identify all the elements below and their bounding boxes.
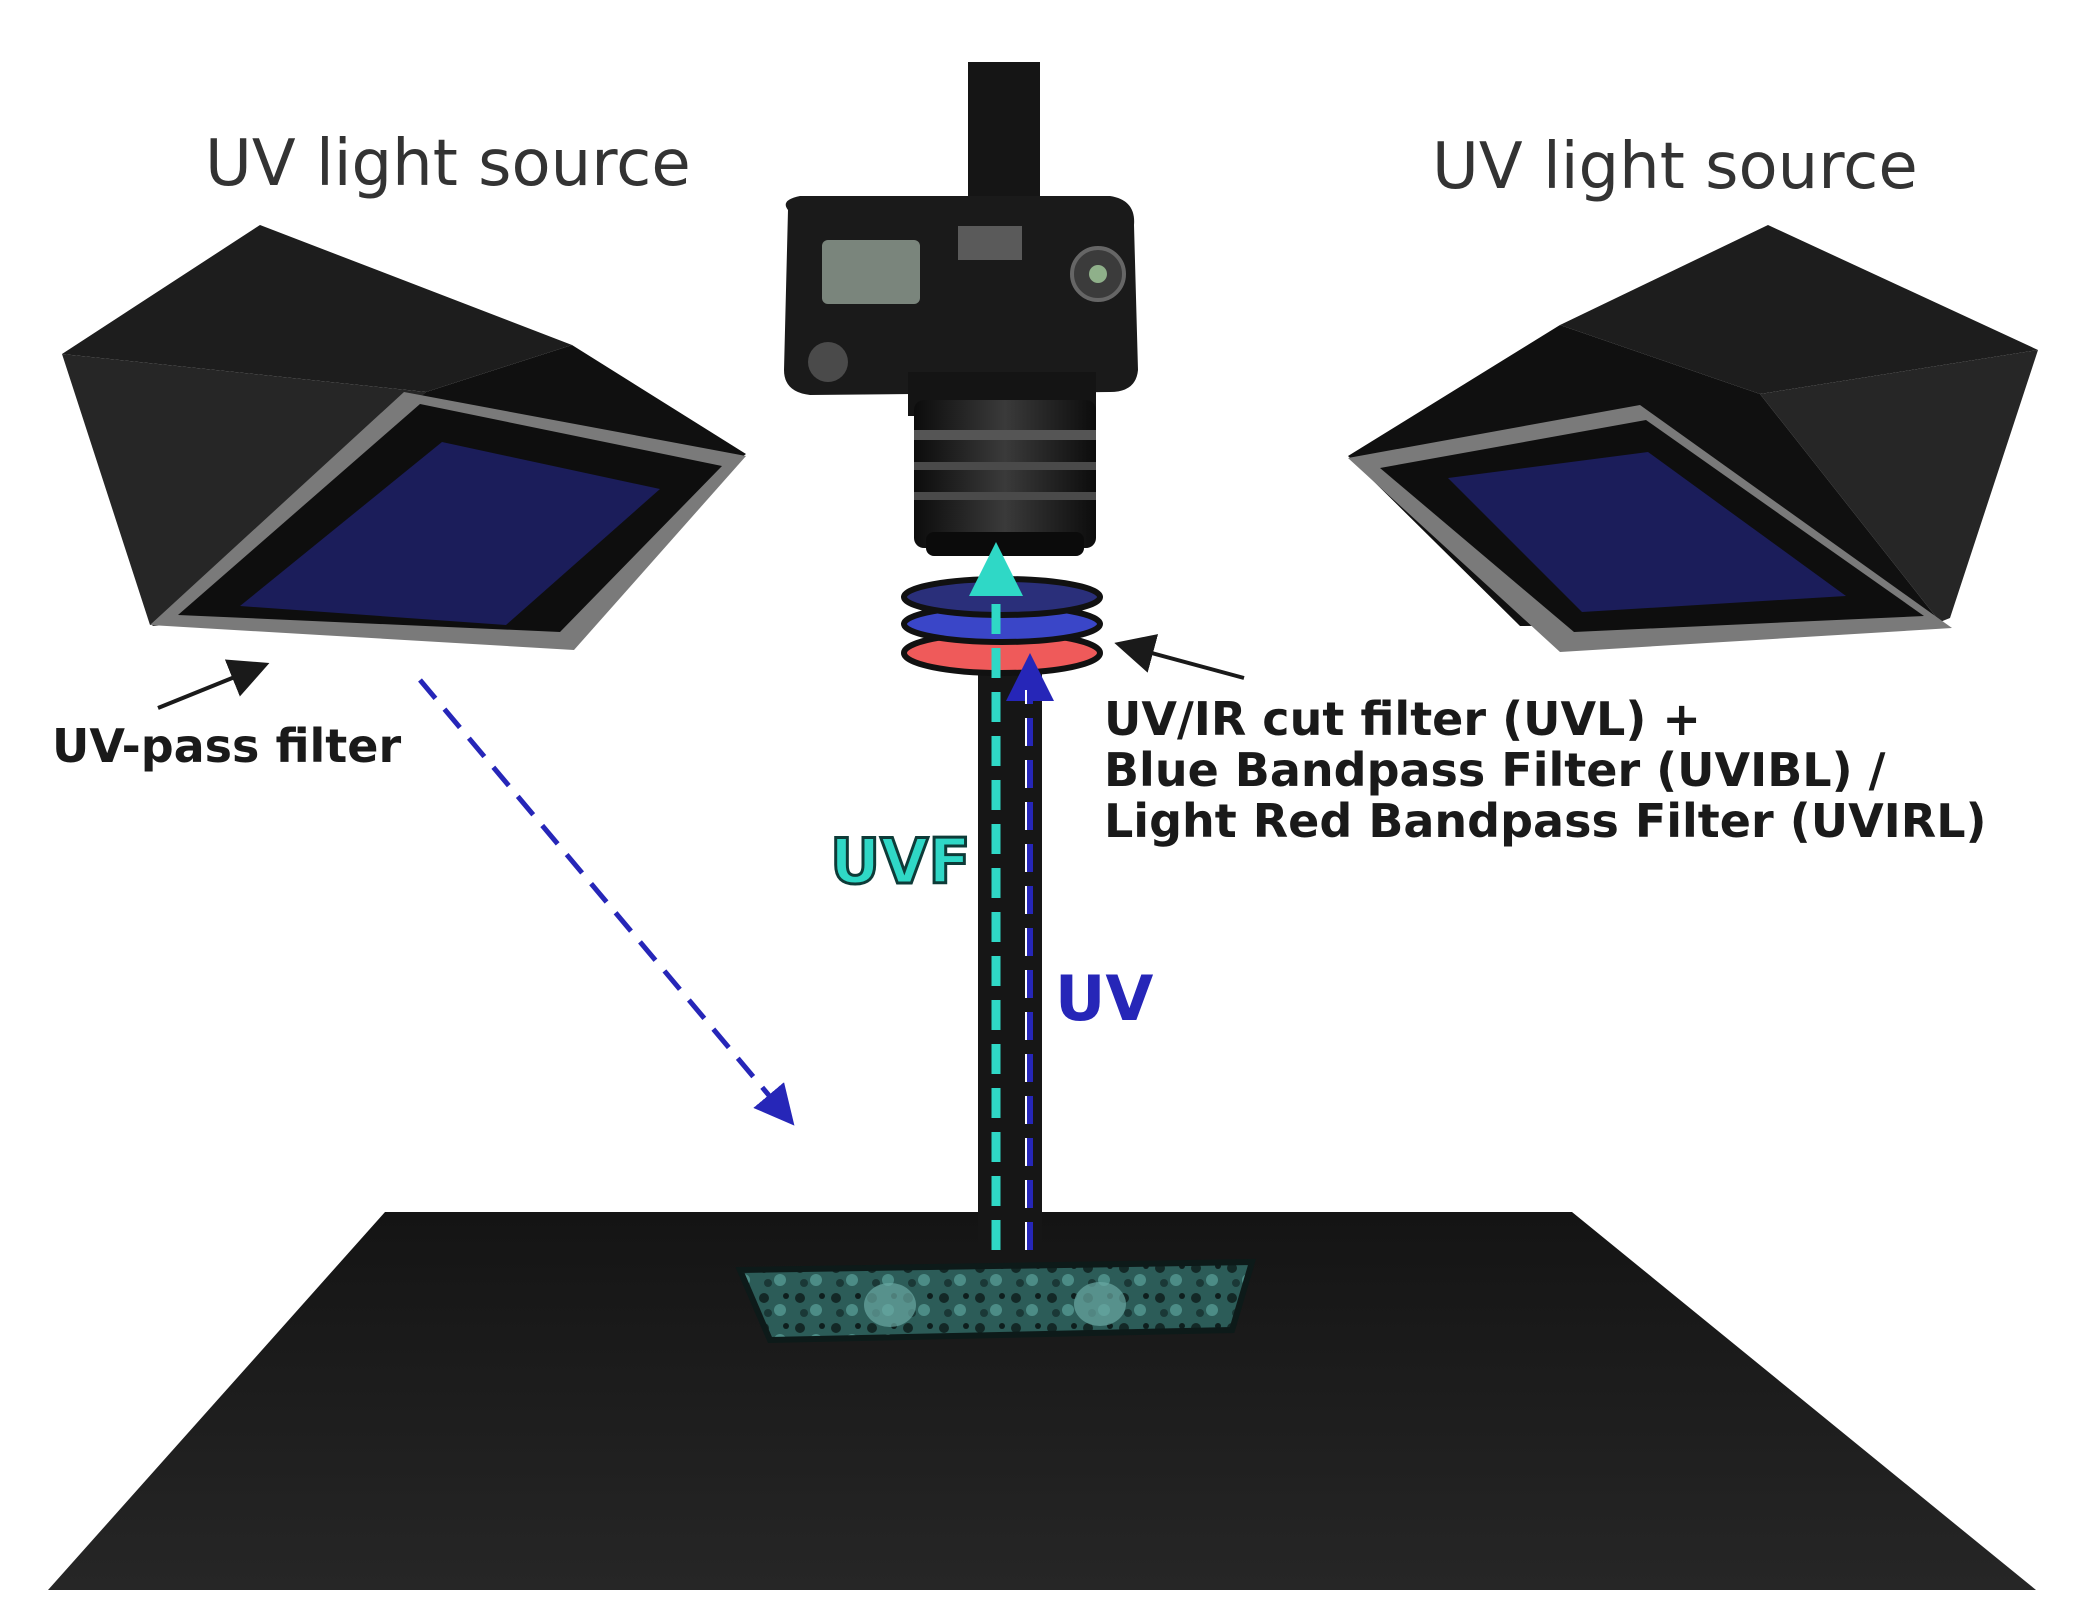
filter-stack (901, 576, 1103, 676)
left-uv-panel (240, 442, 660, 625)
filter-stack-label-line1: UV/IR cut filter (UVL) + (1104, 692, 1701, 746)
uv-pass-filter-label: UV-pass filter (52, 719, 401, 773)
left-source-label: UV light source (205, 127, 691, 201)
uv-pass-filter-pointer (157, 659, 270, 710)
uvf-label: UVF (830, 825, 971, 898)
camera (784, 196, 1138, 416)
filter-stack-pointer (1114, 634, 1245, 680)
uv-label: UV (1055, 962, 1153, 1035)
camera-mount-pole (968, 62, 1040, 202)
specimen-tray (735, 1258, 1257, 1344)
camera-top-lcd (822, 240, 920, 304)
uv-illumination-arrow (418, 678, 795, 1126)
uv-ir-cut-filter (901, 576, 1103, 618)
left-uv-light-source (62, 225, 746, 650)
filter-stack-label-line2: Blue Bandpass Filter (UVIBL) / (1104, 743, 1886, 797)
right-uv-panel (1448, 452, 1846, 612)
filter-stack-label-line3: Light Red Bandpass Filter (UVIRL) (1104, 794, 1987, 848)
camera-lens (914, 400, 1096, 556)
right-uv-light-source (1348, 225, 2038, 652)
black-table (48, 1212, 2036, 1590)
right-source-label: UV light source (1432, 130, 1918, 204)
